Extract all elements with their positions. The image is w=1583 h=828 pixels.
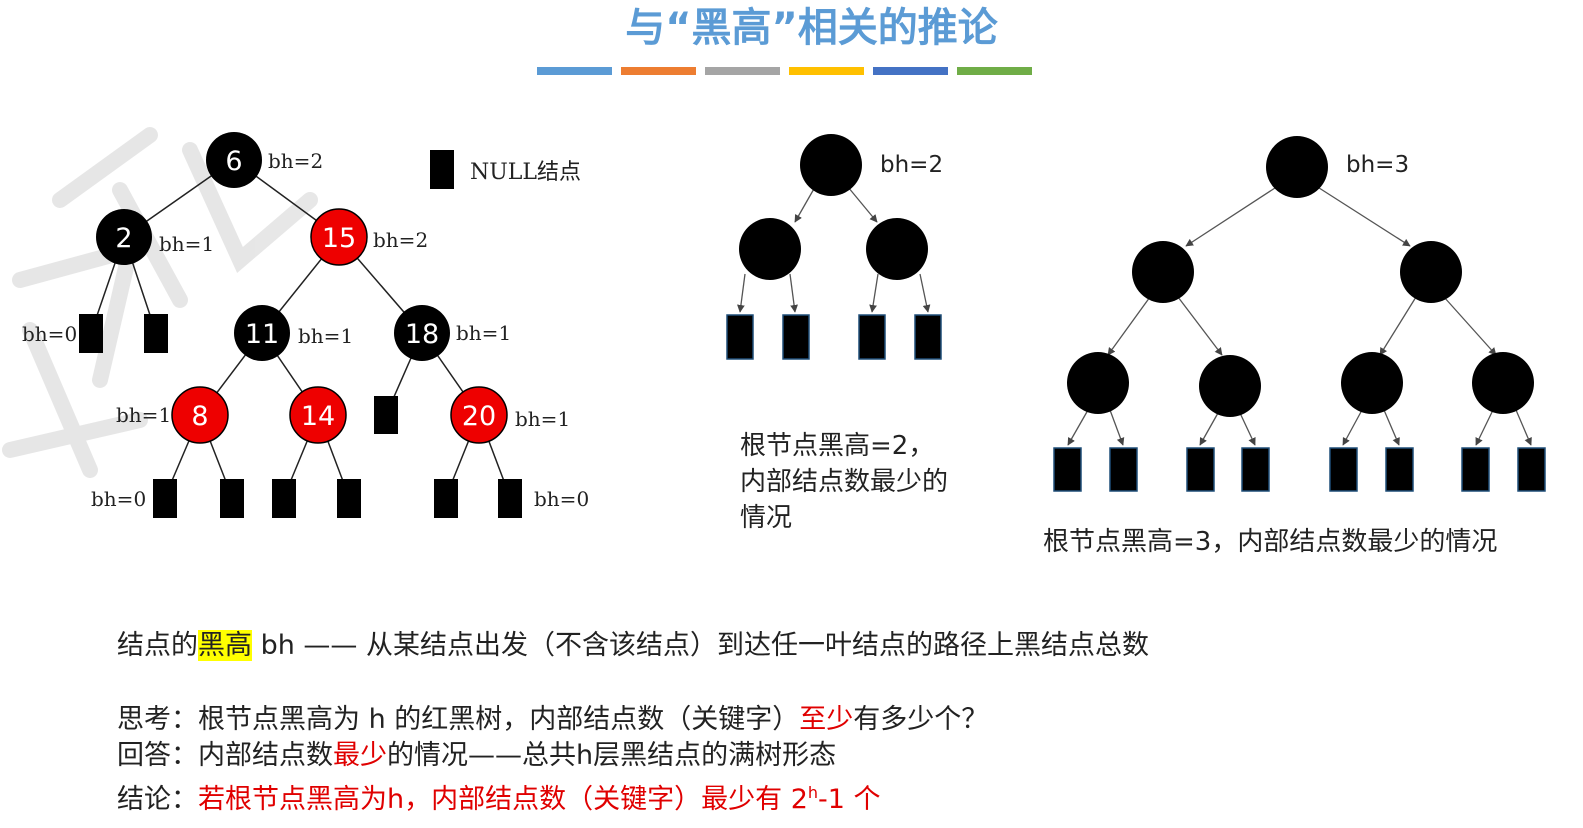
- tree3-bh-label: bh=3: [1346, 152, 1409, 178]
- node-bh-label: bh=2: [373, 228, 428, 252]
- leaf-bh-label: bh=0: [22, 322, 77, 346]
- tree2-edges: [737, 186, 931, 313]
- null-leaf: [1053, 447, 1082, 492]
- null-leaf: [1186, 447, 1215, 492]
- null-leaf: [144, 314, 168, 353]
- conclusion-exponent: h: [807, 783, 819, 802]
- page-title: 与“黑高”相关的推论: [625, 5, 998, 51]
- tree3-node: [1341, 352, 1403, 414]
- node-key: 2: [115, 223, 132, 254]
- black-height-definition: 结点的黑高 bh —— 从某结点出发（不含该结点）到达任一叶结点的路径上黑结点总…: [117, 628, 1149, 664]
- null-leaf: [1329, 447, 1358, 492]
- tree1-nodes: 6 bh=2 2 bh=1 15 bh=2 11 bh=1 18 bh=1 8 …: [22, 132, 589, 511]
- tree2-bh-label: bh=2: [880, 152, 943, 178]
- think-suffix: 有多少个？: [853, 704, 989, 735]
- title-bar-segment: [705, 67, 780, 75]
- node-bh-label: bh=1: [298, 324, 353, 348]
- legend: NULL结点: [430, 150, 581, 189]
- title-bar-segment: [621, 67, 696, 75]
- node-key: 6: [225, 146, 242, 177]
- leaf-bh-label: bh=0: [91, 487, 146, 511]
- null-leaf: [1109, 447, 1138, 492]
- node-bh-label: bh=1: [456, 321, 511, 345]
- conclusion-tail: -1 个: [818, 784, 881, 815]
- title-bar-segment: [957, 67, 1032, 75]
- definition-prefix: 结点的: [117, 630, 198, 661]
- node-bh-label: bh=1: [515, 407, 570, 431]
- tree1-null-leaves: [79, 314, 522, 518]
- null-leaf: [498, 479, 522, 518]
- null-leaf: [374, 396, 398, 434]
- leaf-bh-label: bh=0: [534, 487, 589, 511]
- tree3-caption: 根节点黑高=3，内部结点数最少的情况: [1043, 527, 1498, 557]
- tree2-nodes: bh=2: [726, 134, 943, 360]
- null-leaf: [914, 314, 942, 360]
- null-leaf: [272, 479, 296, 518]
- think-red: 至少: [799, 704, 854, 735]
- tree-node-8: 8 bh=1: [116, 386, 229, 444]
- conclusion-line: 结论：若根节点黑高为h，内部结点数（关键字）最少有 2h-1 个: [117, 775, 881, 818]
- conclusion-formula: 若根节点黑高为h，内部结点数（关键字）最少有 2: [198, 784, 808, 815]
- null-leaf: [1517, 447, 1546, 492]
- node-key: 18: [405, 319, 439, 350]
- title-bar-segment: [537, 67, 612, 75]
- definition-text: bh —— 从某结点出发（不含该结点）到达任一叶结点的路径上黑结点总数: [252, 630, 1149, 661]
- null-leaf: [1241, 447, 1270, 492]
- null-leaf: [782, 314, 810, 360]
- conclusion-red: 若根节点黑高为h，内部结点数（关键字）最少有 2h-1 个: [198, 783, 881, 815]
- tree3-node: [1199, 355, 1261, 417]
- answer-line: 回答：内部结点数最少的情况——总共h层黑结点的满树形态: [117, 738, 836, 774]
- answer-red: 最少: [333, 740, 387, 771]
- conclusion-prefix: 结论：: [117, 784, 198, 815]
- title-bar-segment: [873, 67, 948, 75]
- title-color-bar: [537, 67, 1032, 75]
- tree3-node: [1400, 241, 1462, 303]
- tree3-node: [1472, 352, 1534, 414]
- tree3-nodes: bh=3: [1053, 136, 1546, 492]
- tree-node-14: 14: [289, 386, 347, 444]
- null-leaf: [1385, 447, 1414, 492]
- null-leaf: [153, 479, 177, 518]
- title-bar-segment: [789, 67, 864, 75]
- answer-suffix: 的情况——总共h层黑结点的满树形态: [387, 740, 837, 771]
- node-key: 20: [462, 401, 496, 432]
- tree-node-2: 2 bh=1: [96, 209, 214, 265]
- tree3-edges: [1067, 185, 1532, 446]
- null-leaf: [337, 479, 361, 518]
- think-question: 思考：根节点黑高为 h 的红黑树，内部结点数（关键字）至少有多少个？: [117, 702, 988, 738]
- think-prefix: 思考：根节点黑高为 h 的红黑树，内部结点数（关键字）: [117, 704, 800, 735]
- tree-node-11: 11 bh=1: [234, 305, 353, 361]
- null-leaf: [1461, 447, 1490, 492]
- tree2-node: [866, 218, 928, 280]
- node-bh-label: bh=1: [159, 232, 214, 256]
- node-bh-label: bh=1: [116, 403, 171, 427]
- null-leaf: [79, 314, 103, 353]
- node-key: 11: [245, 319, 279, 350]
- null-node-legend-icon: [430, 150, 454, 189]
- node-key: 8: [191, 401, 208, 432]
- tree-node-6: 6 bh=2: [206, 132, 323, 188]
- null-leaf: [858, 314, 886, 360]
- node-key: 14: [301, 401, 335, 432]
- legend-label: NULL结点: [470, 160, 581, 185]
- tree2-root: [800, 134, 862, 196]
- null-leaf: [220, 479, 244, 518]
- node-key: 15: [322, 223, 356, 254]
- tree-node-20: 20 bh=1: [450, 386, 570, 444]
- tree3-node: [1132, 241, 1194, 303]
- tree2-node: [739, 218, 801, 280]
- node-bh-label: bh=2: [268, 149, 323, 173]
- tree-node-15: 15 bh=2: [310, 208, 428, 266]
- tree2-caption: 根节点黑高=2，内部结点数最少的情况: [740, 431, 949, 533]
- tree3-node: [1067, 352, 1129, 414]
- definition-highlight: 黑高: [198, 630, 252, 661]
- null-leaf: [726, 314, 754, 360]
- null-leaf: [434, 479, 458, 518]
- answer-prefix: 回答：内部结点数: [117, 740, 333, 771]
- tree3-root: [1266, 136, 1328, 198]
- tree-node-18: 18 bh=1: [394, 305, 511, 361]
